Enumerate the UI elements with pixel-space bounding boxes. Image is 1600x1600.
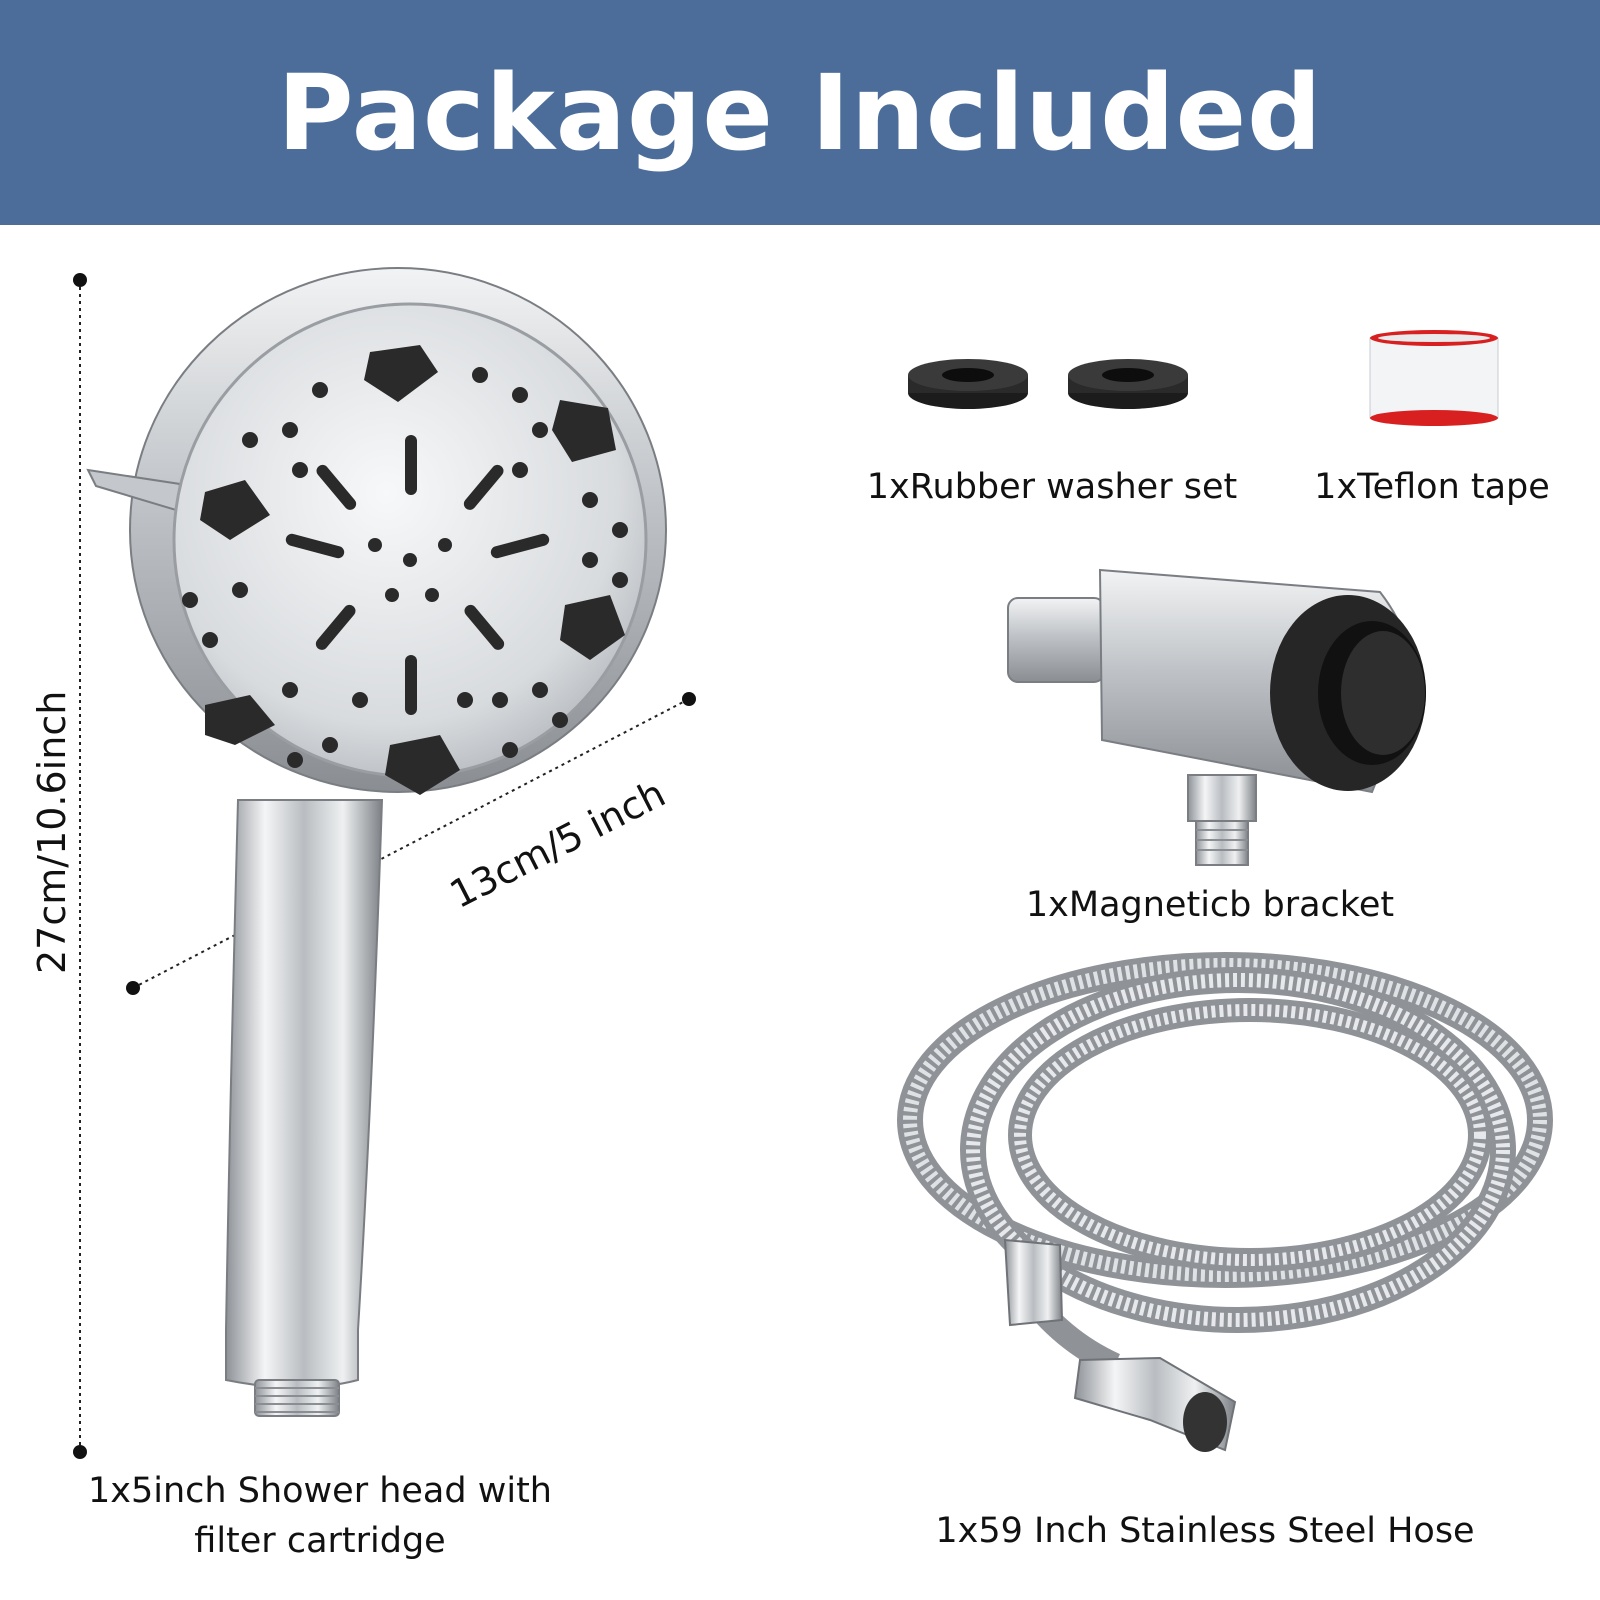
hose-label: 1x59 Inch Stainless Steel Hose: [935, 1511, 1475, 1551]
shower-head-label: 1x5inch Shower head with filter cartridg…: [30, 1466, 610, 1566]
rubber-washer-image: [908, 359, 1188, 409]
teflon-tape-image: [1369, 330, 1499, 426]
header-banner: Package Included: [0, 0, 1600, 225]
height-dimension-line: [73, 273, 87, 1459]
teflon-tape-label: 1xTeflon tape: [1314, 467, 1550, 507]
magnetic-bracket-image: [1007, 568, 1426, 866]
page-title: Package Included: [277, 51, 1323, 174]
shower-head-label-line2: filter cartridge: [194, 1521, 446, 1561]
width-dimension-line: [126, 692, 696, 995]
rubber-washer-label: 1xRubber washer set: [866, 467, 1238, 507]
hose-image: [897, 952, 1553, 1452]
shower-head-image: [86, 267, 667, 1417]
magnetic-bracket-label: 1xMagneticb bracket: [1025, 885, 1395, 925]
shower-head-label-line1: 1x5inch Shower head with: [88, 1471, 552, 1511]
height-label: 27cm/10.6inch: [30, 690, 74, 974]
